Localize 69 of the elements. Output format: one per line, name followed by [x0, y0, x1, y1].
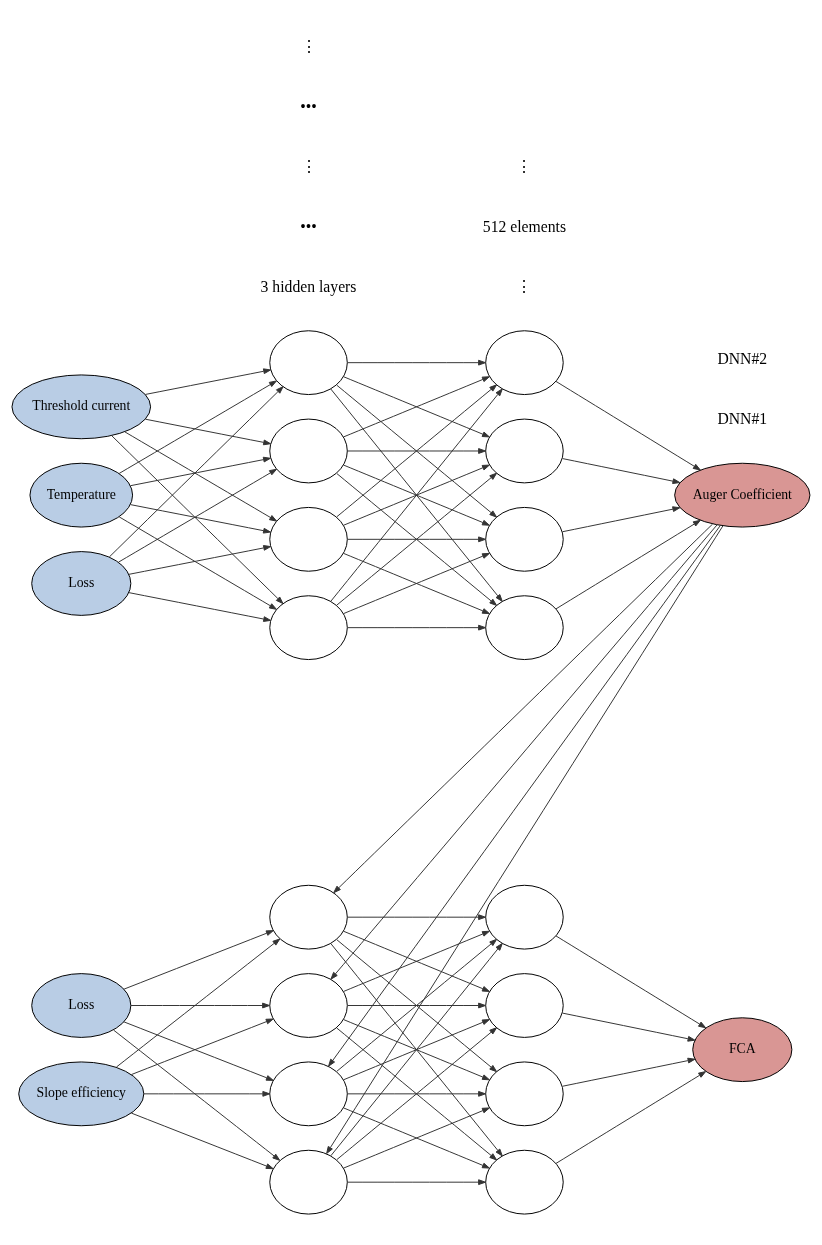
arrow [124, 431, 278, 522]
label: 3 hidden layers [260, 277, 357, 295]
arrow [328, 524, 721, 1067]
arrow [347, 914, 486, 921]
arrow [123, 930, 274, 990]
arrow [336, 472, 498, 606]
arrow [144, 368, 272, 395]
label: ⋮ [516, 277, 533, 295]
arrow [130, 1018, 274, 1076]
arrow [116, 938, 281, 1068]
label: ⋮ [300, 38, 317, 56]
arrow [342, 552, 490, 615]
label: ••• [300, 98, 317, 116]
arrow [342, 376, 490, 438]
arrow [144, 418, 272, 446]
label: ••• [300, 217, 317, 235]
node-circle [485, 418, 564, 484]
arrow [130, 504, 271, 534]
label: 512 elements [482, 217, 567, 235]
arrow [118, 380, 277, 474]
arrow [333, 523, 714, 894]
arrow [330, 524, 718, 980]
node-ellipse: FCA [692, 1017, 793, 1083]
arrow [347, 1002, 486, 1009]
arrow [347, 1090, 486, 1097]
arrow [130, 456, 271, 487]
label: ⋮ [300, 158, 317, 176]
arrow [111, 435, 284, 604]
arrow [130, 1112, 274, 1170]
arrow [342, 1019, 490, 1081]
arrow [555, 935, 707, 1029]
arrow [123, 1021, 274, 1081]
arrow [342, 930, 490, 992]
node-ellipse: Threshold current [11, 374, 152, 440]
arrow [128, 545, 272, 575]
label: DNN#2 [717, 350, 768, 368]
arrow [342, 464, 490, 526]
arrow [347, 624, 486, 631]
arrow [562, 1057, 696, 1087]
arrow [342, 1107, 490, 1169]
arrow [118, 516, 277, 610]
arrow [143, 1090, 271, 1097]
arrow [130, 1002, 270, 1009]
node-ellipse: Loss [31, 973, 132, 1038]
arrow [113, 1029, 281, 1161]
arrow [347, 448, 486, 454]
arrow [562, 458, 681, 485]
label: DNN#1 [717, 410, 768, 428]
arrow [330, 388, 503, 602]
arrow [336, 1027, 498, 1161]
node-circle [269, 1061, 348, 1127]
label: ⋮ [516, 158, 533, 176]
arrow [117, 468, 277, 563]
node-ellipse: Slope efficiency [18, 1061, 145, 1127]
arrow [326, 525, 724, 1154]
arrow [555, 380, 701, 471]
arrow [555, 1071, 707, 1164]
arrow [555, 519, 701, 610]
node-ellipse: Loss [31, 551, 132, 616]
arrow [108, 386, 284, 558]
arrow [562, 1012, 696, 1042]
arrow [562, 506, 681, 533]
arrow [336, 384, 498, 518]
arrow [347, 1179, 486, 1186]
node-ellipse: Temperature [29, 462, 134, 528]
arrow [128, 592, 272, 622]
node-circle [485, 506, 564, 572]
arrow [347, 359, 486, 366]
arrow [347, 536, 486, 543]
